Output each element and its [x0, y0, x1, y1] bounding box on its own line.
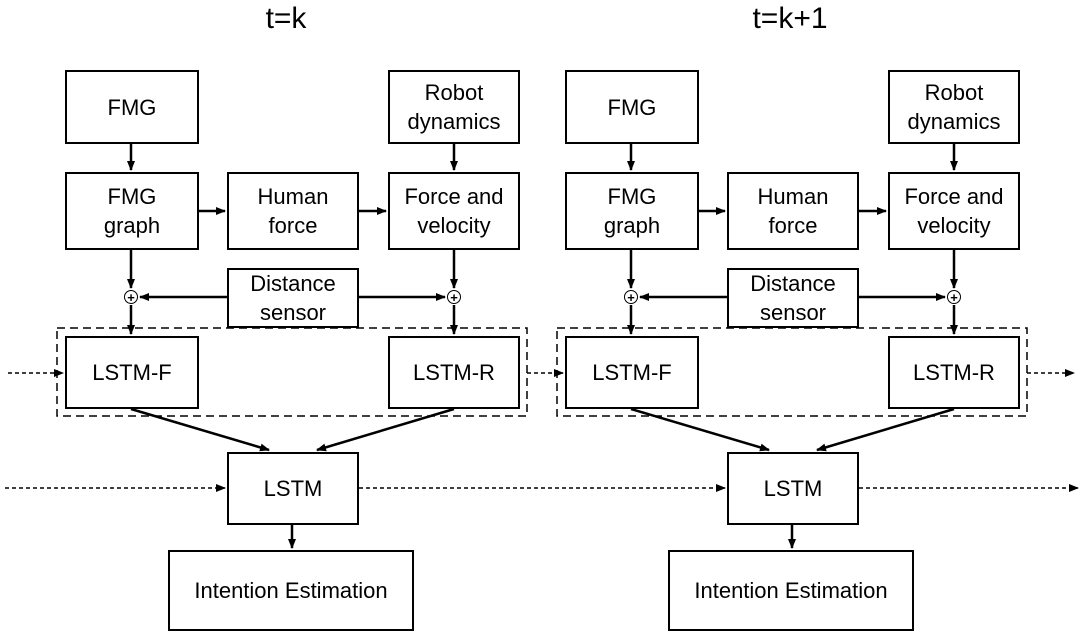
distance-sensor-box-label: Distance sensor	[750, 269, 836, 327]
fmg-graph-box: FMG graph	[65, 172, 199, 250]
sum-junction-icon: +	[947, 290, 961, 304]
robot-dynamics-box-label-line: Robot	[424, 80, 484, 105]
fmg-graph-box-label: FMG graph	[604, 182, 660, 240]
robot-dynamics-box-label: Robot dynamics	[908, 78, 1001, 136]
robot-dynamics-box-label-line: dynamics	[907, 109, 1001, 134]
sum-junction-icon: +	[447, 290, 461, 304]
lstm-r-box-label: LSTM-R	[913, 360, 995, 385]
distance-sensor-box-label-line: sensor	[259, 300, 327, 325]
intention-estimation-box: Intention Estimation	[168, 550, 414, 631]
distance-sensor-box: Distance sensor	[727, 268, 859, 328]
robot-dynamics-box-label: Robot dynamics	[408, 78, 501, 136]
fmg-box: FMG	[65, 70, 199, 144]
lstm-f-box: LSTM-F	[565, 336, 699, 409]
human-force-box-label: Human force	[758, 182, 829, 240]
lstm-f-box-label: LSTM-F	[92, 360, 172, 385]
fmg-graph-box: FMG graph	[565, 172, 699, 250]
distance-sensor-box-label-line: Distance	[250, 271, 336, 296]
fmg-box: FMG	[565, 70, 699, 144]
distance-sensor-box-label-line: Distance	[750, 271, 836, 296]
connector-arrow	[630, 407, 770, 452]
force-velocity-box-label-line: Force and	[904, 184, 1004, 209]
human-force-box-label: Human force	[258, 182, 329, 240]
lstm-r-box: LSTM-R	[888, 336, 1020, 409]
force-velocity-box: Force and velocity	[388, 172, 520, 250]
distance-sensor-box-label-line: sensor	[759, 300, 827, 325]
connector-arrow	[316, 407, 455, 452]
lstm-box-label: LSTM	[763, 476, 823, 501]
sum-junction-icon: +	[124, 290, 138, 304]
fmg-graph-box-label-line: FMG	[607, 184, 657, 209]
intention-estimation-box-label: Intention Estimation	[694, 578, 888, 603]
fmg-box-label: FMG	[107, 94, 157, 120]
fmg-graph-box-label: FMG graph	[104, 182, 160, 240]
lstm-f-box: LSTM-F	[65, 336, 199, 409]
intention-estimation-box-label: Intention Estimation	[194, 578, 388, 603]
distance-sensor-box-label: Distance sensor	[250, 269, 336, 327]
connector-arrow	[130, 407, 270, 452]
human-force-box-label-line: Human	[257, 184, 329, 209]
lstm-r-box-label: LSTM-R	[413, 360, 495, 385]
fmg-graph-box-label-line: graph	[103, 213, 161, 238]
robot-dynamics-box: Robot dynamics	[388, 70, 520, 144]
intention-estimation-box: Intention Estimation	[668, 550, 914, 631]
human-force-box-label-line: Human	[757, 184, 829, 209]
fmg-graph-box-label-line: graph	[603, 213, 661, 238]
timestep-title: t=k	[265, 2, 307, 35]
distance-sensor-box: Distance sensor	[227, 268, 359, 328]
sum-junction-icon: +	[624, 290, 638, 304]
robot-dynamics-box-label-line: dynamics	[407, 109, 501, 134]
force-velocity-box-label: Force and velocity	[904, 182, 1003, 240]
force-velocity-box-label-line: Force and	[404, 184, 504, 209]
lstm-box: LSTM	[727, 452, 859, 525]
lstm-r-box: LSTM-R	[388, 336, 520, 409]
force-velocity-box-label-line: velocity	[417, 213, 491, 238]
robot-dynamics-box-label-line: Robot	[924, 80, 984, 105]
lstm-box: LSTM	[227, 452, 359, 525]
lstm-box-label: LSTM	[263, 476, 323, 501]
force-velocity-box-label: Force and velocity	[404, 182, 503, 240]
human-force-box: Human force	[727, 172, 859, 250]
connector-arrow	[816, 407, 955, 452]
timestep-title: t=k+1	[752, 2, 828, 35]
robot-dynamics-box: Robot dynamics	[888, 70, 1020, 144]
human-force-box-label-line: force	[768, 213, 818, 238]
force-velocity-box: Force and velocity	[888, 172, 1020, 250]
lstm-f-box-label: LSTM-F	[592, 360, 672, 385]
human-force-box: Human force	[227, 172, 359, 250]
force-velocity-box-label-line: velocity	[917, 213, 991, 238]
fmg-box-label: FMG	[607, 94, 657, 120]
fmg-graph-box-label-line: FMG	[107, 184, 157, 209]
human-force-box-label-line: force	[268, 213, 318, 238]
